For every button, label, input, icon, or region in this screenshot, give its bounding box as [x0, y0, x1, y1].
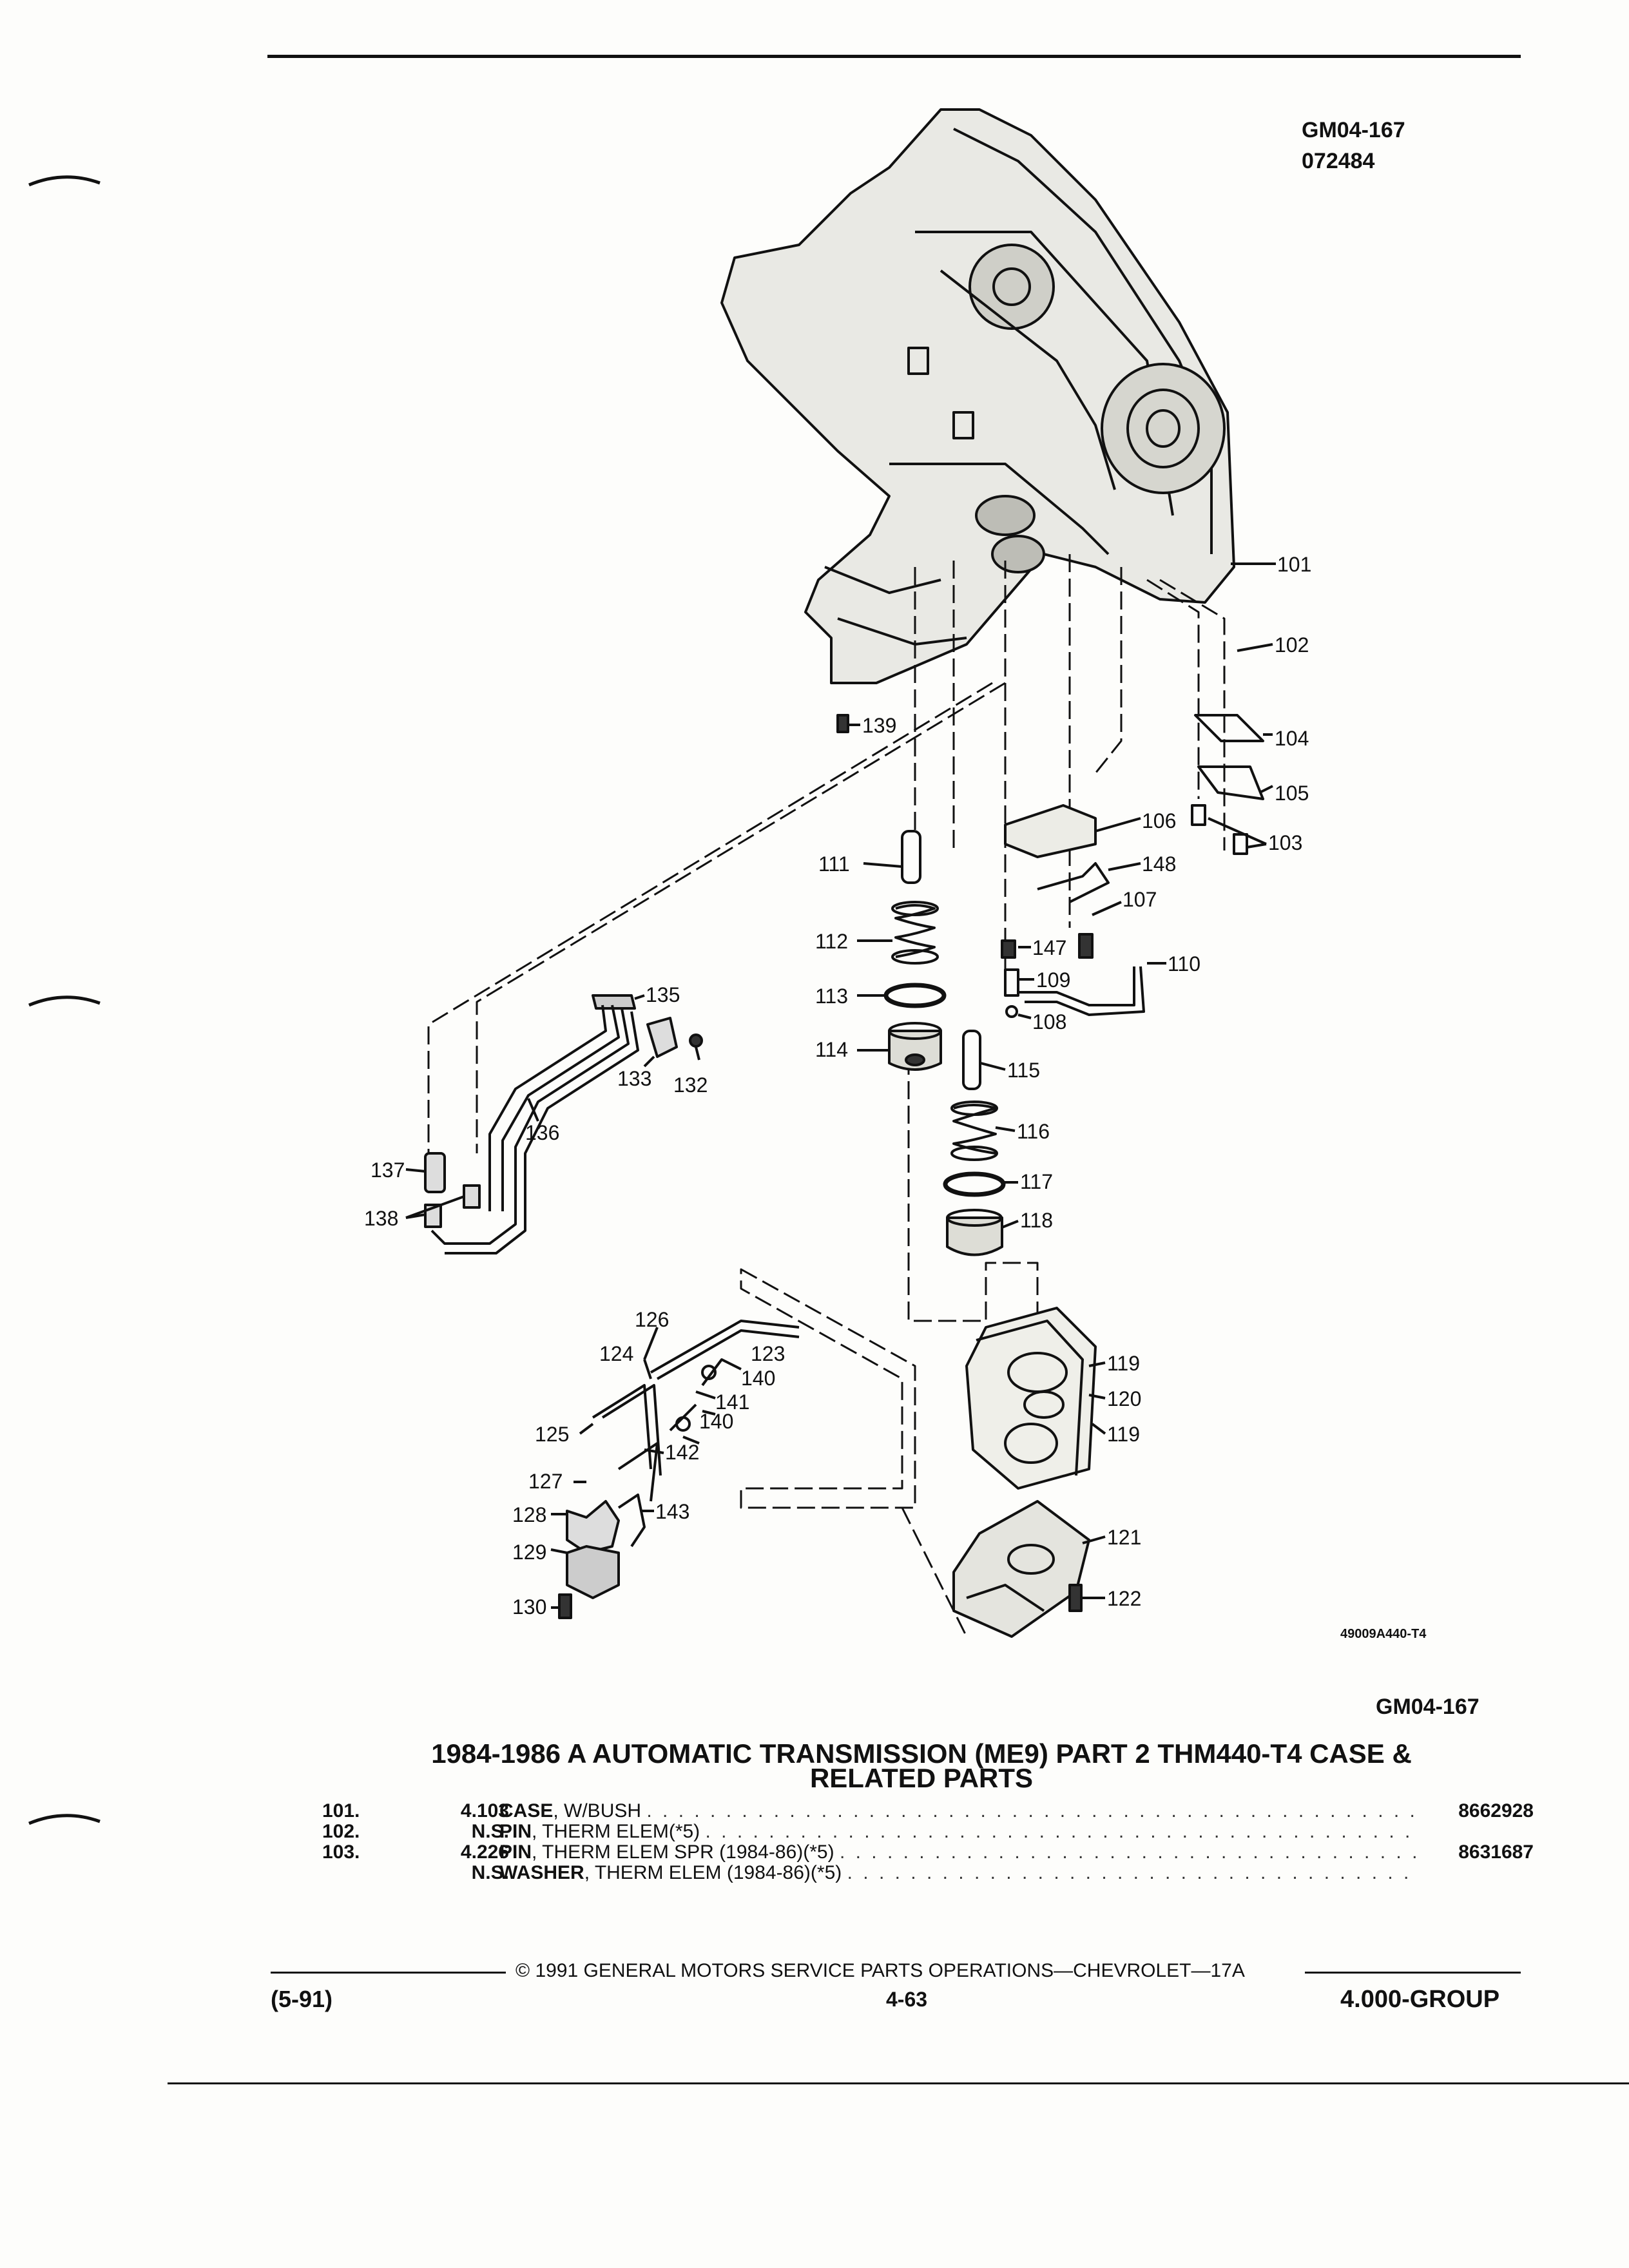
callout-107: 107: [1123, 888, 1157, 911]
part-name: PIN: [499, 1821, 532, 1842]
part-description: PIN, THERM ELEM SPR (1984-86)(*5) . . . …: [499, 1842, 1418, 1863]
page-number: 4-63: [886, 1988, 928, 2011]
callout-119-lower: 119: [1107, 1423, 1141, 1446]
callout-139: 139: [862, 714, 897, 737]
callout-123: 123: [751, 1342, 786, 1365]
callout-111: 111: [818, 852, 850, 876]
callout-120: 120: [1107, 1387, 1142, 1410]
illustration-code: N.S.: [471, 1821, 509, 1842]
callout-103: 103: [1268, 831, 1303, 854]
item-number: 102.: [322, 1821, 360, 1842]
callout-113: 113: [815, 985, 849, 1008]
parts-row: 102. N.S. PIN, THERM ELEM(*5) . . . . . …: [322, 1821, 1534, 1842]
part-detail: , THERM ELEM (1984-86)(*5): [584, 1863, 842, 1883]
callout-105: 105: [1275, 782, 1309, 805]
bottom-rule: [168, 2082, 1629, 2084]
callout-126: 126: [635, 1308, 670, 1331]
part-name: CASE: [499, 1801, 554, 1821]
callout-140-upper: 140: [741, 1367, 776, 1390]
callout-117: 117: [1020, 1170, 1054, 1193]
part-description: PIN, THERM ELEM(*5) . . . . . . . . . . …: [499, 1821, 1418, 1842]
callout-136: 136: [525, 1121, 560, 1144]
part-description: WASHER, THERM ELEM (1984-86)(*5) . . . .…: [499, 1863, 1418, 1883]
callout-109: 109: [1036, 968, 1071, 992]
parts-row: N.S. WASHER, THERM ELEM (1984-86)(*5) . …: [322, 1863, 1534, 1883]
callout-102: 102: [1275, 633, 1309, 657]
callout-147: 147: [1032, 936, 1067, 959]
copyright-line: © 1991 GENERAL MOTORS SERVICE PARTS OPER…: [516, 1960, 1245, 1981]
callout-122: 122: [1107, 1587, 1142, 1610]
header-date-code: 072484: [1302, 149, 1375, 173]
callout-132: 132: [673, 1073, 708, 1097]
group-label: 4.000-GROUP: [1340, 1986, 1500, 2013]
section-code: GM04-167: [1376, 1695, 1480, 1719]
exploded-parts-diagram: [405, 108, 1276, 1638]
callout-135: 135: [646, 983, 680, 1006]
margin-mark: [28, 995, 101, 1007]
callout-137: 137: [371, 1158, 405, 1182]
part-description: CASE, W/BUSH . . . . . . . . . . . . . .…: [499, 1801, 1418, 1821]
parts-row: 101. 4.103 CASE, W/BUSH . . . . . . . . …: [322, 1801, 1534, 1821]
illustration-code: N.S.: [471, 1862, 509, 1883]
callout-119-upper: 119: [1107, 1352, 1141, 1375]
section-title-line1: 1984-1986 A AUTOMATIC TRANSMISSION (ME9)…: [431, 1738, 1412, 1769]
callout-142: 142: [665, 1441, 700, 1464]
part-number: 8662928: [1458, 1800, 1534, 1821]
item-number: 103.: [322, 1841, 360, 1863]
footer-date: (5-91): [271, 1986, 333, 2012]
part-detail: , THERM ELEM(*5): [532, 1821, 700, 1842]
callout-128: 128: [512, 1503, 547, 1526]
parts-list: 101. 4.103 CASE, W/BUSH . . . . . . . . …: [322, 1801, 1534, 1883]
margin-mark: [28, 1814, 101, 1825]
part-number: 8631687: [1458, 1841, 1534, 1863]
callout-101: 101: [1277, 553, 1312, 576]
callout-118: 118: [1020, 1209, 1054, 1232]
callout-104: 104: [1275, 727, 1309, 750]
callout-116: 116: [1017, 1120, 1050, 1143]
callout-114: 114: [815, 1038, 849, 1061]
parts-row: 103. 4.226 PIN, THERM ELEM SPR (1984-86)…: [322, 1842, 1534, 1863]
footer-rule-left: [271, 1972, 506, 1974]
callout-121: 121: [1107, 1526, 1142, 1549]
part-name: WASHER: [499, 1863, 584, 1883]
top-rule: [267, 55, 1521, 58]
callout-141: 141: [715, 1390, 750, 1414]
footer-rule-right: [1305, 1972, 1521, 1974]
callout-112: 112: [815, 930, 849, 953]
callout-133: 133: [617, 1067, 652, 1090]
callout-140-lower: 140: [699, 1410, 734, 1433]
callout-148: 148: [1142, 852, 1177, 876]
callout-106: 106: [1142, 809, 1177, 832]
section-title-line2: RELATED PARTS: [809, 1763, 1034, 1793]
callout-110: 110: [1168, 952, 1201, 975]
figure-code: 49009A440-T4: [1340, 1627, 1427, 1641]
callout-127: 127: [528, 1470, 563, 1493]
part-name: PIN: [499, 1842, 532, 1863]
callout-130: 130: [512, 1595, 547, 1619]
callout-138: 138: [364, 1207, 399, 1230]
callout-108: 108: [1032, 1010, 1067, 1033]
part-detail: , W/BUSH: [553, 1801, 642, 1821]
part-detail: , THERM ELEM SPR (1984-86)(*5): [532, 1842, 834, 1863]
transmission-case: [720, 108, 1235, 684]
header-code: GM04-167: [1302, 118, 1405, 142]
margin-mark: [28, 175, 101, 187]
illustration-code: 4.103: [460, 1800, 509, 1821]
callout-143: 143: [655, 1500, 690, 1523]
item-number: 101.: [322, 1800, 360, 1821]
illustration-code: 4.226: [460, 1841, 509, 1863]
callout-129: 129: [512, 1541, 547, 1564]
callout-115: 115: [1007, 1059, 1041, 1082]
callout-124: 124: [599, 1342, 634, 1365]
callout-125: 125: [535, 1423, 570, 1446]
